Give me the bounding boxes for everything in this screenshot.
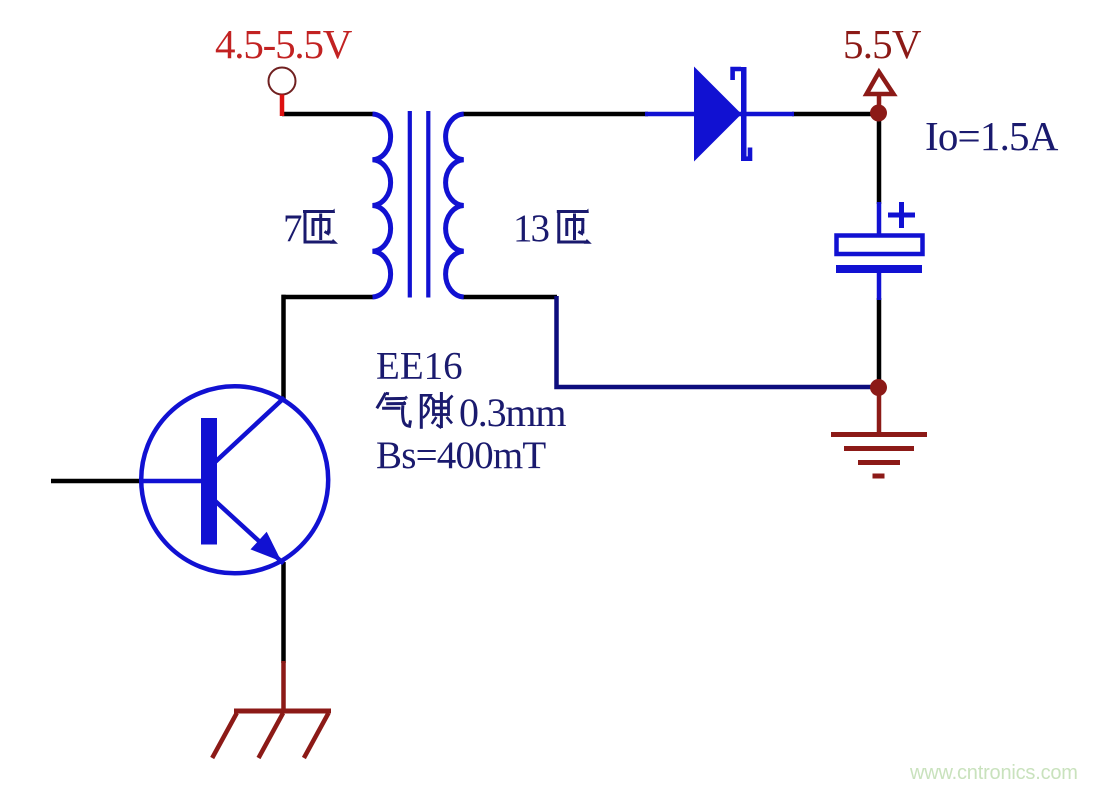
svg-text:5.5V: 5.5V	[843, 21, 922, 67]
svg-text:Bs=400mT: Bs=400mT	[376, 434, 546, 477]
svg-text:13: 13	[513, 207, 549, 250]
svg-text:EE16: EE16	[376, 345, 463, 388]
svg-text:4.5-5.5V: 4.5-5.5V	[215, 21, 353, 67]
svg-text:www.cntronics.com: www.cntronics.com	[909, 762, 1078, 784]
svg-text:7: 7	[283, 207, 303, 250]
svg-text:Io=1.5A: Io=1.5A	[925, 113, 1059, 159]
svg-text:0.3mm: 0.3mm	[459, 390, 566, 435]
